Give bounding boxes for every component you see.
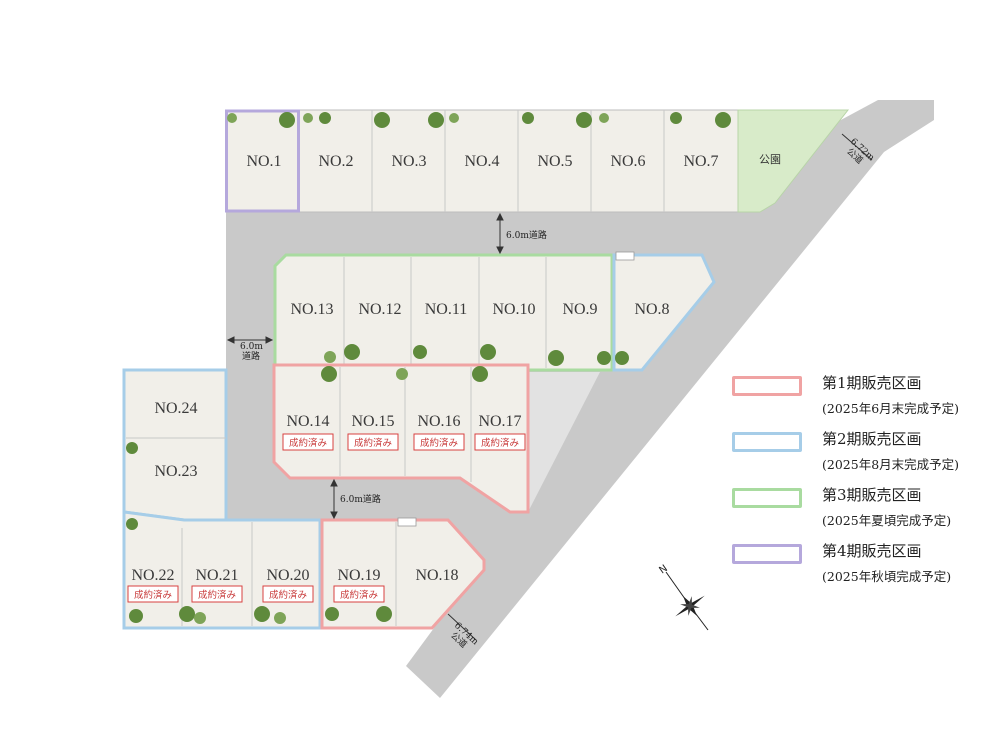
middle-row-lots (273, 251, 716, 372)
legend-swatch-phase2 (732, 432, 802, 452)
lot-no12[interactable]: NO.12 (358, 301, 401, 318)
legend-sub-phase1: (2025年6月末完成予定) (822, 401, 960, 416)
sold-badge-no15: 成約済み (347, 433, 399, 451)
lot-no8[interactable]: NO.8 (634, 301, 669, 318)
lot-no24[interactable]: NO.24 (154, 400, 197, 417)
lot-no23[interactable]: NO.23 (154, 463, 197, 480)
sold-badge-no17: 成約済み (474, 433, 526, 451)
lot-no1[interactable]: NO.1 (246, 153, 281, 170)
road-label-south: 6.0m道路 (340, 493, 381, 505)
lot-no20[interactable]: NO.20 (266, 567, 309, 584)
top-row-lots (225, 109, 850, 213)
lot-no13[interactable]: NO.13 (290, 301, 333, 318)
legend-item-phase4: 第4期販売区画 (2025年秋頃完成予定) (732, 540, 998, 596)
legend-item-phase1: 第1期販売区画 (2025年6月末完成予定) (732, 372, 998, 428)
open-land (528, 372, 600, 512)
lot-no3[interactable]: NO.3 (391, 153, 426, 170)
lot-no7[interactable]: NO.7 (683, 153, 718, 170)
road-label-west-2: 道路 (242, 350, 260, 362)
lot-no17[interactable]: NO.17 (478, 413, 521, 430)
lot-no15[interactable]: NO.15 (351, 413, 394, 430)
lot-no16[interactable]: NO.16 (417, 413, 460, 430)
lot-no10[interactable]: NO.10 (492, 301, 535, 318)
sold-badge-no21: 成約済み (191, 585, 243, 603)
legend-title-phase4: 第4期販売区画 (822, 542, 922, 560)
road-label-west-1: 6.0m (240, 342, 263, 352)
svg-text:成約済み: 成約済み (420, 437, 458, 449)
lot-no14[interactable]: NO.14 (286, 413, 329, 430)
lot-no11[interactable]: NO.11 (425, 301, 468, 318)
legend-item-phase3: 第3期販売区画 (2025年夏頃完成予定) (732, 484, 998, 540)
lot-no6[interactable]: NO.6 (610, 153, 645, 170)
road-dimensions (226, 133, 873, 641)
road-label-north: 6.0m道路 (506, 229, 547, 241)
lot-no5[interactable]: NO.5 (537, 153, 572, 170)
legend-title-phase2: 第2期販売区画 (822, 430, 922, 448)
west-lots (122, 368, 228, 522)
sold-badge-no20: 成約済み (262, 585, 314, 603)
sold-badge-no22: 成約済み (127, 585, 179, 603)
legend-sub-phase2: (2025年8月末完成予定) (822, 457, 960, 472)
lot-no18[interactable]: NO.18 (415, 567, 458, 584)
lot-no19[interactable]: NO.19 (337, 567, 380, 584)
legend-title-phase3: 第3期販売区画 (822, 486, 922, 504)
lot-no1-outline (225, 109, 300, 213)
compass-icon: N (657, 563, 709, 631)
legend-swatch-phase3 (732, 488, 802, 508)
legend-item-phase2: 第2期販売区画 (2025年8月末完成予定) (732, 428, 998, 484)
lot-no21[interactable]: NO.21 (195, 567, 238, 584)
park-area (737, 109, 850, 213)
lot-no4[interactable]: NO.4 (464, 153, 499, 170)
lot-labels: NO.1 NO.2 NO.3 NO.4 NO.5 NO.6 NO.7 公園 NO… (131, 153, 781, 584)
svg-text:成約済み: 成約済み (354, 437, 392, 449)
lot-no2[interactable]: NO.2 (318, 153, 353, 170)
lot-no8-outline (612, 253, 716, 372)
park-label: 公園 (759, 153, 781, 166)
legend-sub-phase4: (2025年秋頃完成予定) (822, 569, 952, 584)
svg-text:成約済み: 成約済み (481, 437, 519, 449)
svg-text:成約済み: 成約済み (134, 589, 172, 601)
sold-badge-no16: 成約済み (413, 433, 465, 451)
tree-decorations (126, 112, 731, 624)
lot-no22[interactable]: NO.22 (131, 567, 174, 584)
svg-text:成約済み: 成約済み (289, 437, 327, 449)
phase1-upper-lots (272, 363, 530, 514)
lot-no9[interactable]: NO.9 (562, 301, 597, 318)
sold-badge-no19: 成約済み (333, 585, 385, 603)
legend-title-phase1: 第1期販売区画 (822, 374, 922, 392)
svg-text:成約済み: 成約済み (269, 589, 307, 601)
sold-badges: 成約済み 成約済み 成約済み 成約済み 成約済み 成約済み 成約済み 成約済み (127, 433, 526, 603)
sold-badge-no14: 成約済み (282, 433, 334, 451)
legend-sub-phase3: (2025年夏頃完成予定) (822, 513, 952, 528)
legend-swatch-phase4 (732, 544, 802, 564)
svg-text:成約済み: 成約済み (340, 589, 378, 601)
legend: 第1期販売区画 (2025年6月末完成予定) 第2期販売区画 (2025年8月末… (732, 372, 998, 596)
svg-text:成約済み: 成約済み (198, 589, 236, 601)
legend-swatch-phase1 (732, 376, 802, 396)
